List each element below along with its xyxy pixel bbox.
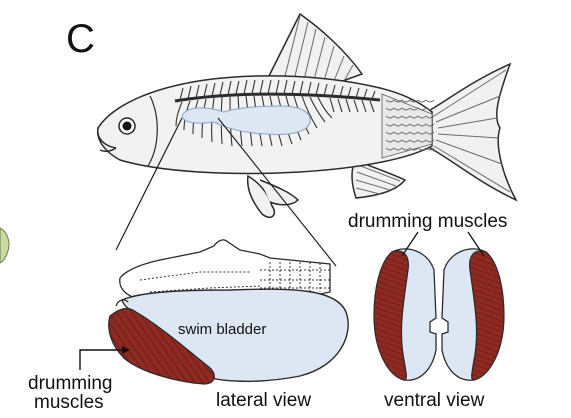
drumming-muscles-left-line1: drumming (28, 373, 112, 394)
panel-letter: C (66, 17, 95, 61)
ventral-view-drawing (374, 249, 504, 380)
lateral-view-label: lateral view (216, 390, 311, 411)
lateral-view-drawing (109, 240, 348, 384)
ventral-view-label: ventral view (384, 390, 485, 411)
caudal-fin (430, 64, 516, 200)
drumming-muscles-top-label: drumming muscles (348, 211, 507, 232)
leaf-fragment (0, 228, 9, 263)
swim-bladder-label: swim bladder (178, 321, 266, 338)
drumming-muscles-left-line2: muscles (34, 392, 104, 413)
lateral-muscle-pointer (80, 346, 130, 370)
dorsal-fin (268, 14, 362, 82)
